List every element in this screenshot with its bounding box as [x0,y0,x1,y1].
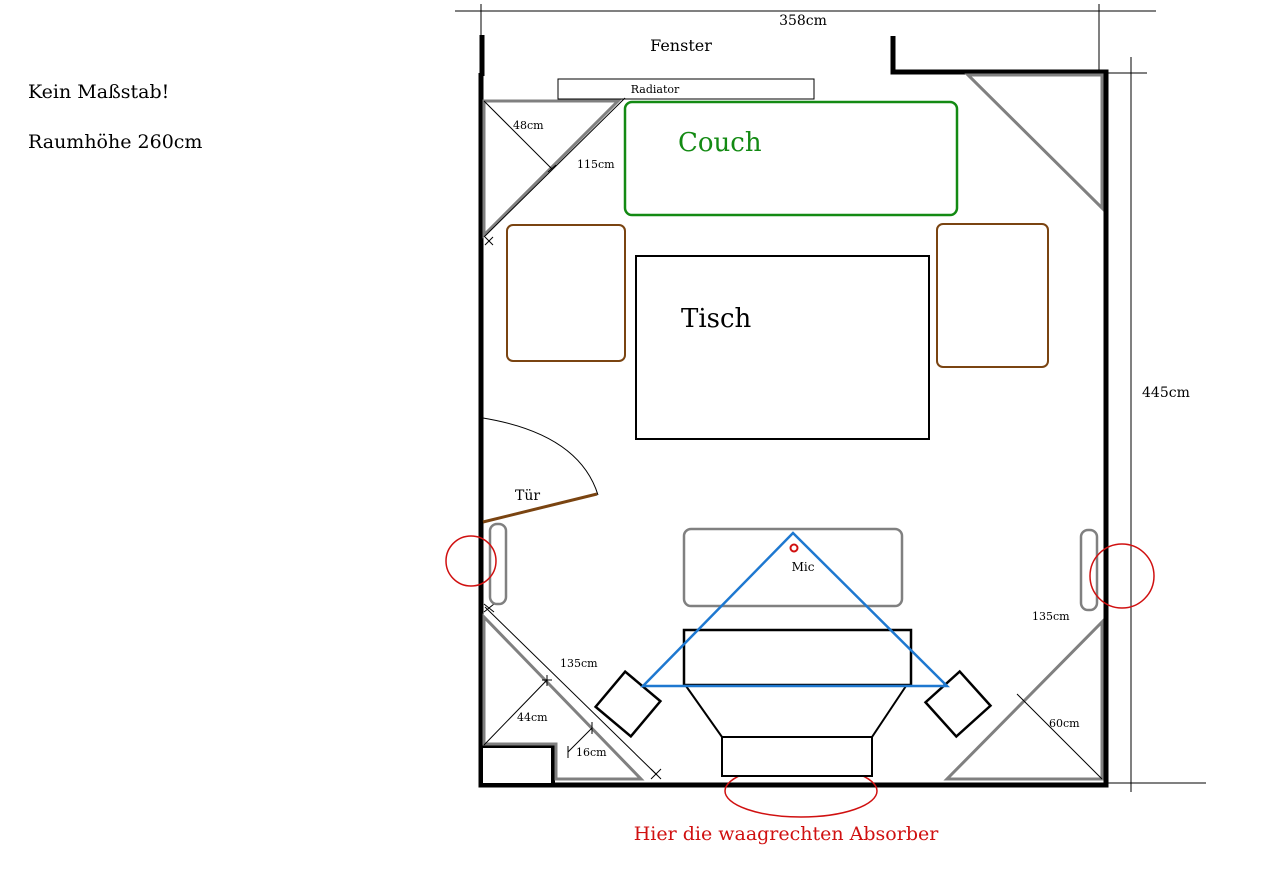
corner-br-diag-label: 135cm [1032,610,1070,623]
corner-br-depth-label: 60cm [1049,717,1080,730]
couch-label: Couch [678,128,762,158]
stereo-triangle [640,531,951,688]
corner-tl-diag-label: 115cm [577,158,615,171]
corner-absorber-top-left: 48cm 115cm [482,97,626,246]
mic-label: Mic [792,560,815,574]
radiator [557,78,815,100]
corner-bl-gap-label: 16cm [576,746,607,759]
speaker-left [593,669,663,739]
wall-niche [479,744,555,787]
marker-circle-right [1089,543,1155,609]
mic-icon [789,543,799,553]
width-label: 358cm [779,13,827,29]
marker-circle-left [445,535,497,587]
corner-absorber-bottom-right: 135cm 60cm [943,610,1104,781]
window-label: Fenster [650,36,712,55]
speaker-right [923,669,993,739]
corner-tl-depth-label: 48cm [513,119,544,132]
door-label: Tür [515,488,540,504]
corner-absorber-top-right [964,73,1104,212]
room-walls [478,35,1109,788]
corner-bl-depth-label: 44cm [517,711,548,724]
corner-bl-diag-label: 135cm [560,657,598,670]
couch [623,100,959,217]
side-absorber-left [488,522,508,606]
armchair-left [506,224,626,362]
room-height-note: Raumhöhe 260cm [28,131,202,153]
table-label: Tisch [681,304,752,334]
radiator-label: Radiator [631,83,680,96]
armchair-right [936,223,1049,368]
length-dimension: 445cm [1105,57,1206,792]
absorber-note: Hier die waagrechten Absorber [634,823,940,845]
scale-note: Kein Maßstab! [28,81,169,103]
length-label: 445cm [1142,385,1190,401]
table [635,255,930,440]
door: Tür [482,417,599,524]
corner-absorber-bottom-left: 135cm 44cm 16cm [482,603,662,781]
side-absorber-right [1079,528,1099,612]
width-dimension: 358cm [455,4,1156,74]
desk [682,628,913,777]
